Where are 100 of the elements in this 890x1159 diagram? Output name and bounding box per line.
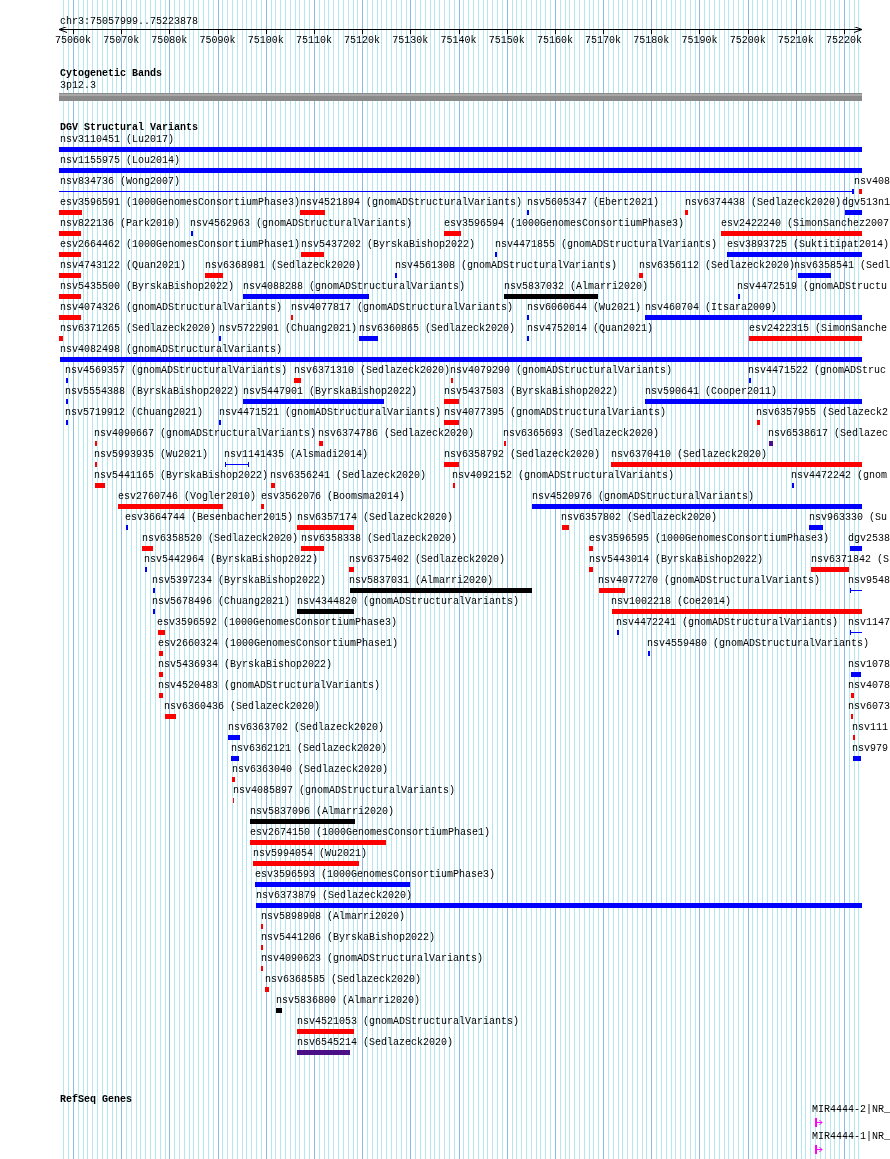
variant-label: nsv4471521 (gnomADStructuralVariants)	[219, 407, 442, 418]
variant-label: nsv6375402 (Sedlazeck2020)	[349, 554, 506, 565]
tick-label: 75100k	[246, 35, 285, 46]
variant-label: nsv5898908 (Almarri2020)	[261, 911, 406, 922]
variant-label: nsv5442964 (ByrskaBishop2022)	[144, 554, 319, 565]
variant-label: nsv4569357 (gnomADStructuralVariants)	[65, 365, 288, 376]
variant-label: nsv4521053 (gnomADStructuralVariants)	[297, 1016, 520, 1027]
variant-label: esv2760746 (Vogler2010)	[118, 491, 257, 502]
track-title: RefSeq Genes	[60, 1094, 132, 1105]
tick-label: 75130k	[391, 35, 430, 46]
variant-label: nsv6357955 (Sedlazeck2	[756, 407, 889, 418]
variant-label: esv2674150 (1000GenomesConsortiumPhase1)	[250, 827, 491, 838]
variant-label: nsv1002218 (Coe2014)	[611, 596, 732, 607]
variant-label: nsv5436934 (ByrskaBishop2022)	[158, 659, 333, 670]
variant-label: nsv9548	[848, 575, 890, 586]
variant-label: nsv5837032 (Almarri2020)	[504, 281, 649, 292]
variant-label: nsv5605347 (Ebert2021)	[527, 197, 660, 208]
variant-label: nsv6358541 (Sedl	[794, 260, 890, 271]
gene-label: MIR4444-2|NR_	[812, 1104, 890, 1115]
variant-label: esv3664744 (Besenbacher2015)	[125, 512, 294, 523]
variant-label: nsv4471855 (gnomADStructuralVariants)	[495, 239, 718, 250]
variant-label: nsv6356112 (Sedlazeck2020)	[639, 260, 796, 271]
variant-label: nsv6358792 (Sedlazeck2020)	[444, 449, 601, 460]
variant-label: nsv6538617 (Sedlazec	[768, 428, 889, 439]
track-title: Cytogenetic Bands	[60, 68, 163, 79]
variant-label: nsv5443014 (ByrskaBishop2022)	[589, 554, 764, 565]
variant-label: nsv6357174 (Sedlazeck2020)	[297, 512, 454, 523]
variant-label: nsv5836800 (Almarri2020)	[276, 995, 421, 1006]
variant-label: nsv4078	[848, 680, 890, 691]
variant-label: nsv4472242 (gnom	[791, 470, 887, 481]
tick-label: 75170k	[584, 35, 623, 46]
gene-label: MIR4444-1|NR_	[812, 1131, 890, 1142]
variant-label: nsv4472519 (gnomADStructu	[737, 281, 888, 292]
variant-label: nsv6060644 (Wu2021)	[527, 302, 642, 313]
variant-label: nsv5435500 (ByrskaBishop2022)	[60, 281, 235, 292]
variant-label: nsv6363702 (Sedlazeck2020)	[228, 722, 385, 733]
variant-label: nsv6374786 (Sedlazeck2020)	[318, 428, 475, 439]
variant-label: dgv513n1	[842, 197, 890, 208]
variant-label: nsv4752014 (Quan2021)	[527, 323, 654, 334]
variant-label: esv2660324 (1000GenomesConsortiumPhase1)	[158, 638, 399, 649]
variant-label: nsv4090667 (gnomADStructuralVariants)	[94, 428, 317, 439]
variant-label: nsv6358520 (Sedlazeck2020)	[142, 533, 299, 544]
variant-label: nsv4079290 (gnomADStructuralVariants)	[450, 365, 673, 376]
variant-label: esv3596595 (1000GenomesConsortiumPhase3)	[589, 533, 830, 544]
variant-label: nsv822136 (Park2010)	[60, 218, 181, 229]
variant-label: nsv6368585 (Sedlazeck2020)	[265, 974, 422, 985]
variant-label: esv2664462 (1000GenomesConsortiumPhase1)	[60, 239, 301, 250]
variant-label: nsv5441206 (ByrskaBishop2022)	[261, 932, 436, 943]
tick-label: 75060k	[54, 35, 92, 46]
tick-label: 75110k	[294, 35, 333, 46]
variant-label: nsv4090623 (gnomADStructuralVariants)	[261, 953, 484, 964]
variant-label: nsv6358338 (Sedlazeck2020)	[301, 533, 458, 544]
variant-label: nsv4092152 (gnomADStructuralVariants)	[452, 470, 675, 481]
variant-label: nsv1147	[848, 617, 890, 628]
band-label: 3p12.3	[60, 80, 96, 91]
variant-label: nsv5993935 (Wu2021)	[94, 449, 209, 460]
variant-label: nsv4077817 (gnomADStructuralVariants)	[291, 302, 514, 313]
variant-label: nsv5397234 (ByrskaBishop2022)	[152, 575, 327, 586]
variant-label: nsv4562963 (gnomADStructuralVariants)	[190, 218, 413, 229]
tick-label: 75160k	[535, 35, 574, 46]
variant-label: nsv6370410 (Sedlazeck2020)	[611, 449, 768, 460]
variant-label: nsv460704 (Itsara2009)	[645, 302, 778, 313]
variant-label: nsv6371265 (Sedlazeck2020)	[60, 323, 217, 334]
variant-label: nsv963330 (Su	[809, 512, 887, 523]
variant-label: nsv4521894 (gnomADStructuralVariants)	[300, 197, 523, 208]
variant-label: nsv5837031 (Almarri2020)	[349, 575, 494, 586]
variant-label: nsv4559480 (gnomADStructuralVariants)	[647, 638, 870, 649]
variant-label: nsv1141435 (Alsmadi2014)	[224, 449, 369, 460]
variant-label: esv3596591 (1000GenomesConsortiumPhase3)	[60, 197, 301, 208]
variant-label: esv2422315 (SimonSanche	[749, 323, 888, 334]
variant-label: esv3596594 (1000GenomesConsortiumPhase3)	[444, 218, 685, 229]
variant-label: nsv111	[852, 722, 888, 733]
variant-label: nsv6371842 (S	[811, 554, 889, 565]
variant-label: nsv6373879 (Sedlazeck2020)	[256, 890, 413, 901]
variant-label: nsv6363040 (Sedlazeck2020)	[232, 764, 389, 775]
variant-label: nsv6368981 (Sedlazeck2020)	[205, 260, 362, 271]
variant-label: nsv6360436 (Sedlazeck2020)	[164, 701, 321, 712]
variant-label: nsv5447901 (ByrskaBishop2022)	[243, 386, 418, 397]
variant-label: nsv4082498 (gnomADStructuralVariants)	[60, 344, 283, 355]
variant-label: nsv5678496 (Chuang2021)	[152, 596, 291, 607]
variant-label: nsv6073	[848, 701, 890, 712]
variant-label: nsv4088288 (gnomADStructuralVariants)	[243, 281, 466, 292]
variant-label: nsv6545214 (Sedlazeck2020)	[297, 1037, 454, 1048]
tick-label: 75200k	[728, 35, 767, 46]
variant-label: nsv4077395 (gnomADStructuralVariants)	[444, 407, 667, 418]
track-title: DGV Structural Variants	[60, 122, 199, 133]
variant-label: nsv5719912 (Chuang2021)	[65, 407, 204, 418]
variant-label: nsv5994054 (Wu2021)	[253, 848, 368, 859]
variant-label: nsv4561308 (gnomADStructuralVariants)	[395, 260, 618, 271]
tick-label: 75220k	[825, 35, 864, 46]
tick-label: 75180k	[632, 35, 671, 46]
variant-label: dgv2538	[848, 533, 890, 544]
variant-label: nsv6371310 (Sedlazeck2020)	[294, 365, 451, 376]
variant-label: nsv5437202 (ByrskaBishop2022)	[301, 239, 476, 250]
variant-label: nsv6360865 (Sedlazeck2020)	[359, 323, 516, 334]
variant-label: nsv5722901 (Chuang2021)	[219, 323, 358, 334]
tick-label: 75080k	[150, 35, 189, 46]
variant-label: nsv5554388 (ByrskaBishop2022)	[65, 386, 240, 397]
variant-label: nsv6357802 (Sedlazeck2020)	[561, 512, 718, 523]
tick-label: 75120k	[343, 35, 382, 46]
